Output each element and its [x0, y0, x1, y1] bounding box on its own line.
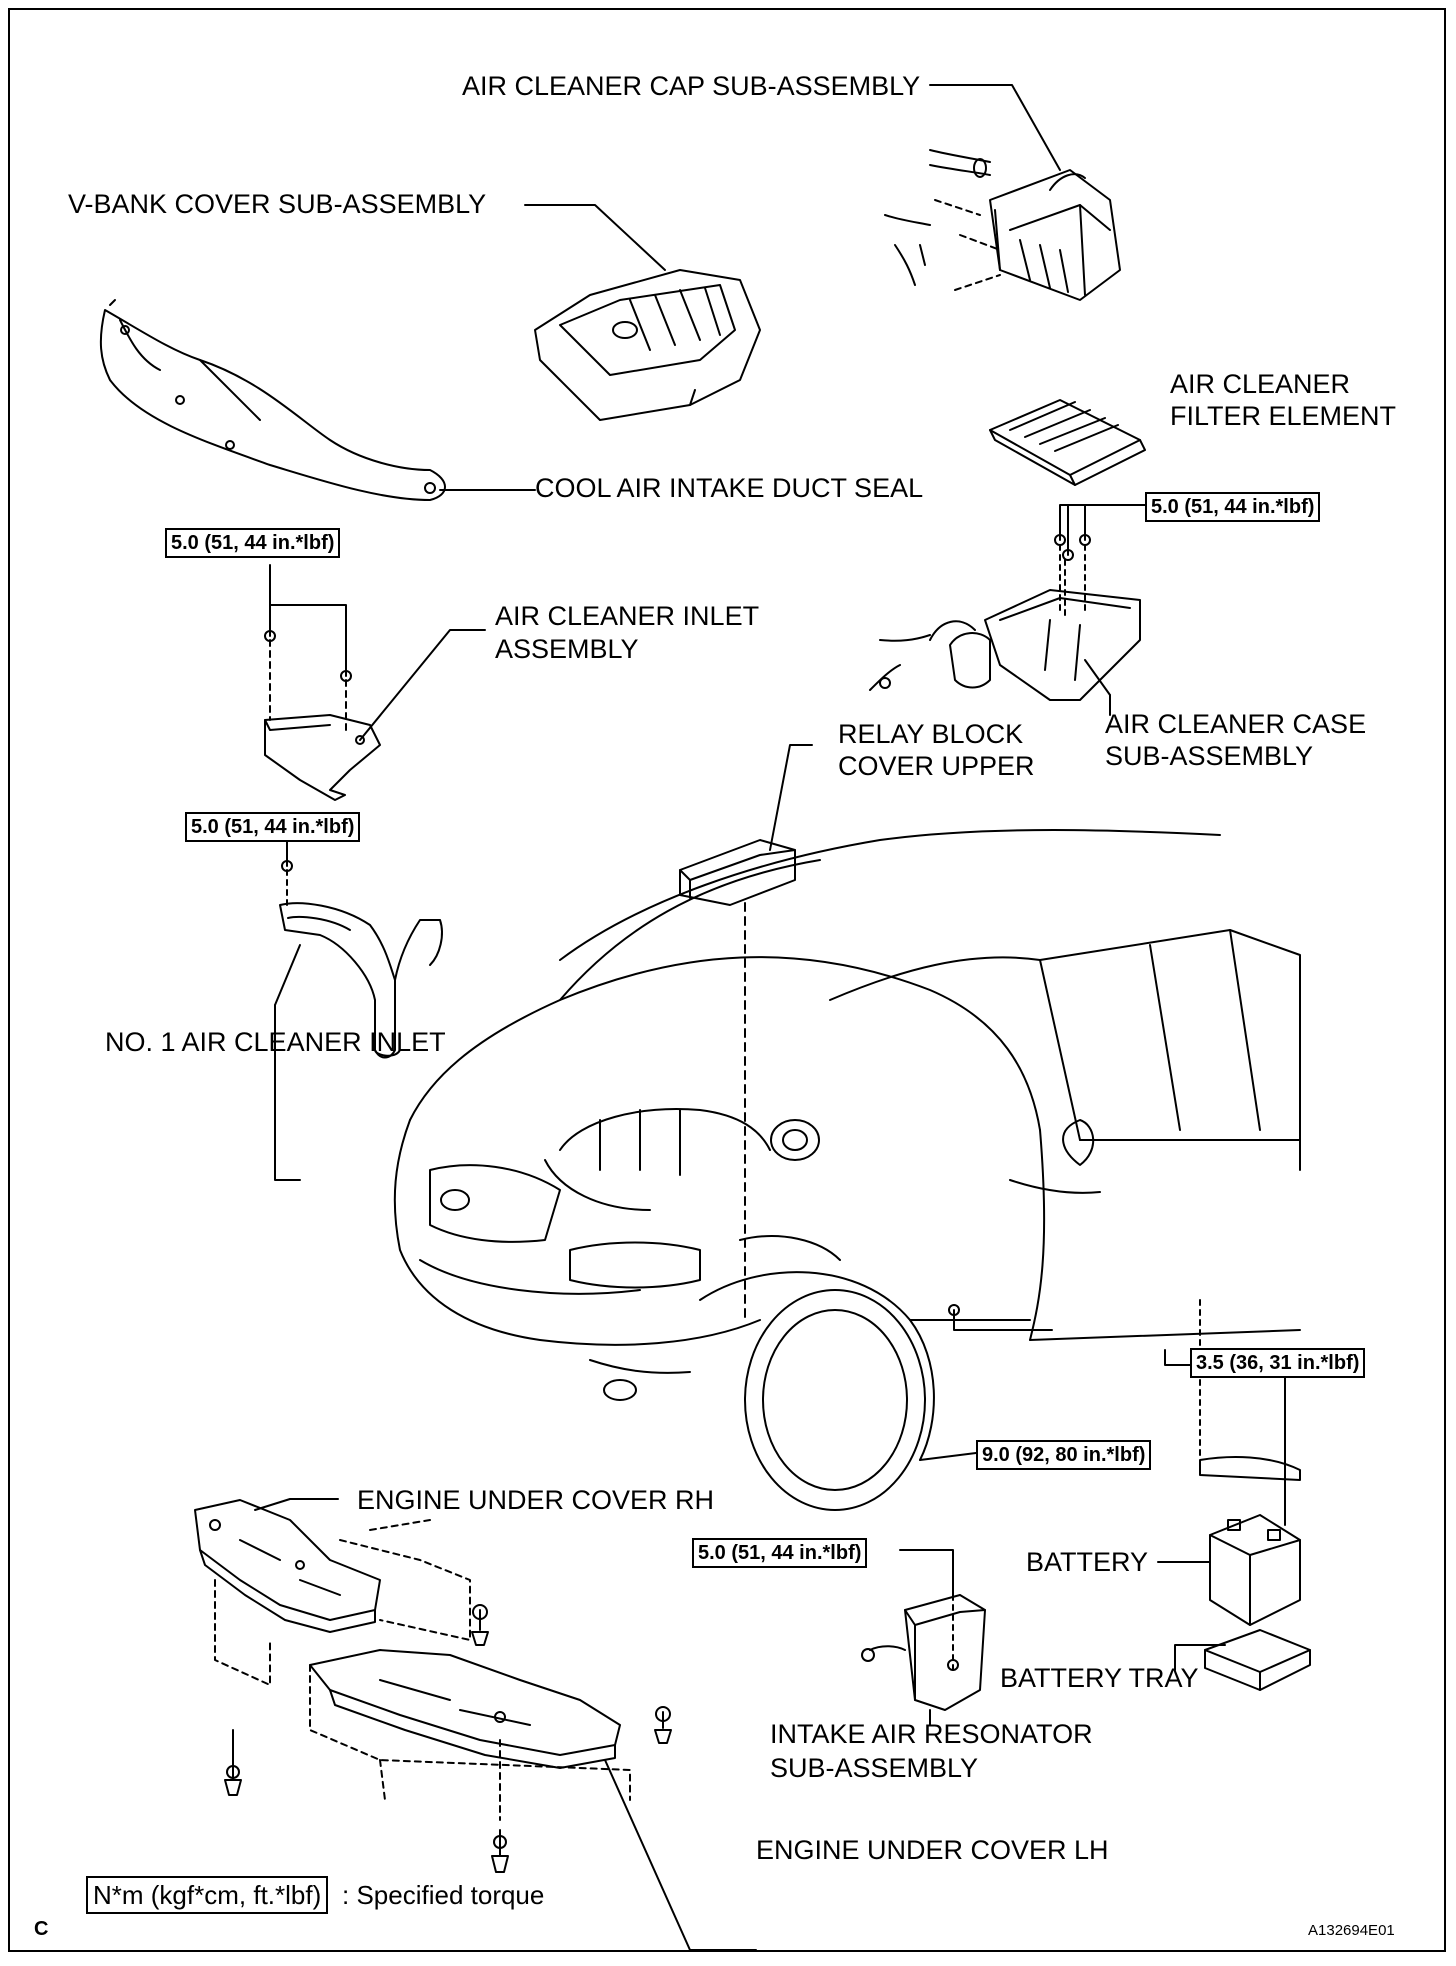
- battery-drawing: [1199, 1299, 1301, 1626]
- label-filter-element-2: FILTER ELEMENT: [1170, 401, 1397, 431]
- label-filter-element-1: AIR CLEANER: [1170, 369, 1351, 399]
- label-inlet-assembly-1: AIR CLEANER INLET: [495, 601, 760, 631]
- engine-under-cover-lh-drawing: [309, 1649, 631, 1821]
- legend-unit-box: N*m (kgf*cm, ft.*lbf): [86, 1876, 329, 1914]
- torque-box-battery-clamp: 3.5 (36, 31 in.*lbf): [1190, 1348, 1366, 1378]
- torque-box-no1-inlet: 5.0 (51, 44 in.*lbf): [185, 812, 361, 842]
- air-cleaner-case-drawing: [869, 544, 1141, 701]
- leader-lines: [254, 84, 1286, 1951]
- air-cleaner-cap-drawing: [884, 149, 1121, 301]
- torque-box-resonator: 5.0 (51, 44 in.*lbf): [692, 1538, 868, 1568]
- label-air-cleaner-case-1: AIR CLEANER CASE: [1105, 709, 1367, 739]
- label-no1-inlet: NO. 1 AIR CLEANER INLET: [105, 1027, 446, 1057]
- label-cool-air-duct-seal: COOL AIR INTAKE DUCT SEAL: [535, 473, 924, 503]
- label-inlet-assembly-2: ASSEMBLY: [495, 634, 639, 664]
- legend-description: : Specified torque: [342, 1880, 545, 1910]
- relay-block-cover-drawing: [679, 839, 796, 1321]
- label-battery: BATTERY: [1026, 1547, 1149, 1577]
- label-v-bank-cover: V-BANK COVER SUB-ASSEMBLY: [68, 189, 487, 219]
- label-air-cleaner-case-2: SUB-ASSEMBLY: [1105, 741, 1314, 771]
- figure-id: A132694E01: [1308, 1922, 1395, 1939]
- torque-box-case: 5.0 (51, 44 in.*lbf): [1145, 492, 1321, 522]
- corner-letter: C: [34, 1918, 49, 1940]
- vehicle-outline: [393, 829, 1301, 1511]
- fasteners: [224, 534, 1091, 1873]
- label-battery-tray: BATTERY TRAY: [1000, 1663, 1199, 1693]
- label-resonator-2: SUB-ASSEMBLY: [770, 1753, 979, 1783]
- torque-box-inlet-assembly: 5.0 (51, 44 in.*lbf): [165, 528, 341, 558]
- label-relay-block-1: RELAY BLOCK: [838, 719, 1024, 749]
- intake-air-resonator-drawing: [861, 1594, 986, 1711]
- label-resonator-1: INTAKE AIR RESONATOR: [770, 1719, 1093, 1749]
- label-under-cover-lh: ENGINE UNDER COVER LH: [756, 1835, 1109, 1865]
- v-bank-cover-drawing: [534, 269, 761, 421]
- no1-air-cleaner-inlet-drawing: [279, 869, 443, 1059]
- cool-air-duct-seal-drawing: [99, 299, 446, 501]
- engine-under-cover-rh-drawing: [194, 1499, 471, 1686]
- torque-box-battery-terminal: 9.0 (92, 80 in.*lbf): [976, 1440, 1152, 1470]
- battery-tray-drawing: [1204, 1629, 1311, 1691]
- label-relay-block-2: COVER UPPER: [838, 751, 1035, 781]
- air-cleaner-inlet-assembly-drawing: [264, 639, 381, 801]
- label-under-cover-rh: ENGINE UNDER COVER RH: [357, 1485, 715, 1515]
- label-air-cleaner-cap: AIR CLEANER CAP SUB-ASSEMBLY: [462, 71, 921, 101]
- filter-element-drawing: [989, 399, 1146, 486]
